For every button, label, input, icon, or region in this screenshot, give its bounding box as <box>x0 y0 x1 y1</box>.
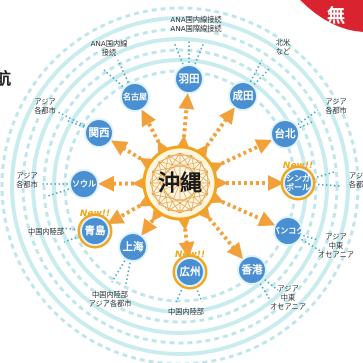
new-badge: New!! <box>283 161 313 171</box>
dest-guangzhou: 中国内陸部 <box>168 307 204 316</box>
city-nagoya: 名古屋 <box>120 82 150 112</box>
dest-right-top: 各都市 <box>325 106 347 115</box>
hub-web <box>149 152 211 214</box>
dest-hongkong: オセアニア <box>270 302 306 311</box>
city-label: ポール <box>286 182 310 192</box>
new-badge: New!! <box>80 209 110 219</box>
city-label: 広州 <box>180 265 201 278</box>
city-label: 台北 <box>275 127 296 140</box>
city-shanghai: 上海 <box>118 232 148 262</box>
arrow-shanghai <box>141 204 168 236</box>
destination-labels: ANA国内線接続ANA国際線接続ANA国内線接続北米などアジア各都市アジア各都市… <box>16 15 363 316</box>
city-label: バンコク <box>272 226 304 236</box>
hub-node: 沖縄 <box>142 145 218 221</box>
city-label: 上海 <box>123 240 144 253</box>
city-label: 羽田 <box>179 73 200 85</box>
dest-bangkok: 中東 <box>329 241 343 250</box>
dest-hongkong: 中東 <box>281 293 295 302</box>
dest-left-mid: アジア <box>16 171 37 180</box>
city-guangzhou: New!! 広州 <box>172 250 208 290</box>
new-badge: New!! <box>175 250 205 260</box>
arrow-kansai <box>110 140 157 173</box>
dest-shanghai: 中国内陸部 <box>92 290 128 299</box>
banner-glyph: 無 <box>327 5 345 27</box>
dest-left-mid: 各都市 <box>16 180 38 189</box>
corner-banner: 無 <box>300 0 363 32</box>
city-kansai: 関西 <box>84 118 114 148</box>
city-qingdao: New!! 青島 <box>77 209 113 249</box>
dest-right-mid: 各都 <box>349 180 363 189</box>
partial-title: 航 <box>0 69 11 88</box>
dest-top: ANA国際線接続 <box>170 24 221 33</box>
city-narita: 成田 <box>228 81 258 111</box>
arrow-haneda <box>174 92 195 152</box>
arrow-nagoya <box>141 109 173 159</box>
dest-shanghai: アジア各都市 <box>89 299 132 308</box>
arrow-hongkong <box>194 202 244 260</box>
city-label: 香港 <box>241 263 263 276</box>
dest-bangkok: アジア <box>325 232 346 241</box>
city-bangkok: バンコク <box>272 216 304 246</box>
hub-arrows <box>97 92 284 260</box>
arrow-taipei <box>205 139 273 177</box>
dest-narita: 北米 <box>276 38 290 47</box>
arrow-qingdao <box>107 191 157 225</box>
arrow-guangzhou <box>175 213 195 259</box>
city-hongkong: 香港 <box>237 255 267 285</box>
dest-right-mid: アジ <box>349 171 363 180</box>
dest-narita: など <box>276 47 290 56</box>
city-seoul: ソウル <box>69 169 99 199</box>
dest-bangkok: オセアニア <box>318 250 354 259</box>
city-label: シンガ <box>286 173 310 183</box>
dest-qingdao: 中国内陸部 <box>28 227 64 236</box>
dest-nagoya: 接続 <box>102 48 116 57</box>
city-label: 青島 <box>85 224 106 237</box>
dest-top: ANA国内線接続 <box>170 15 221 24</box>
dest-left-top: アジア <box>34 97 55 106</box>
city-haneda: 羽田 <box>174 64 204 94</box>
dest-hongkong: アジア <box>277 284 298 293</box>
dest-nagoya: ANA国内線 <box>91 39 128 48</box>
arrow-narita <box>192 107 235 162</box>
city-label: 成田 <box>233 89 254 102</box>
city-label: 関西 <box>89 127 110 139</box>
arrow-bangkok <box>205 188 276 227</box>
dest-left-top: 各都市 <box>34 106 56 115</box>
dest-right-top: アジア <box>325 97 346 106</box>
city-taipei: 台北 <box>270 119 300 149</box>
city-label: ソウル <box>72 180 96 189</box>
hub-label: 沖縄 <box>158 172 202 197</box>
city-label: 名古屋 <box>123 92 147 102</box>
